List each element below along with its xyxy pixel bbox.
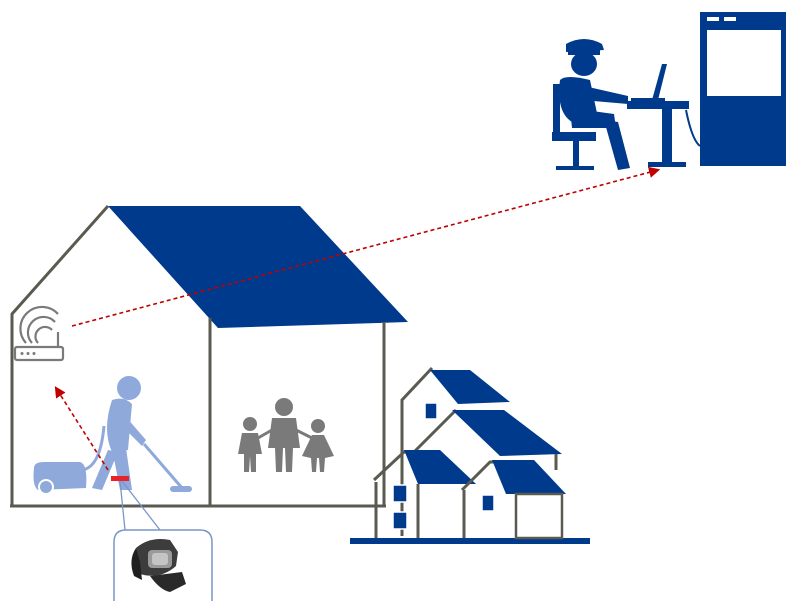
monitoring-station [552,12,786,170]
vacuuming-person-icon [33,376,192,495]
house-icon [10,205,408,508]
computer-workstation-icon [627,12,786,167]
ankle-monitor-icon [131,539,186,592]
family-icon [238,398,334,472]
ankle-monitor-marker [111,476,129,481]
router-to-station-link [71,166,661,327]
monitor-to-router-link [54,386,109,471]
neighborhood-houses-icon [350,366,590,544]
police-officer-icon [552,39,630,170]
ankle-monitor-callout [113,480,213,601]
wifi-router-icon [13,305,65,362]
